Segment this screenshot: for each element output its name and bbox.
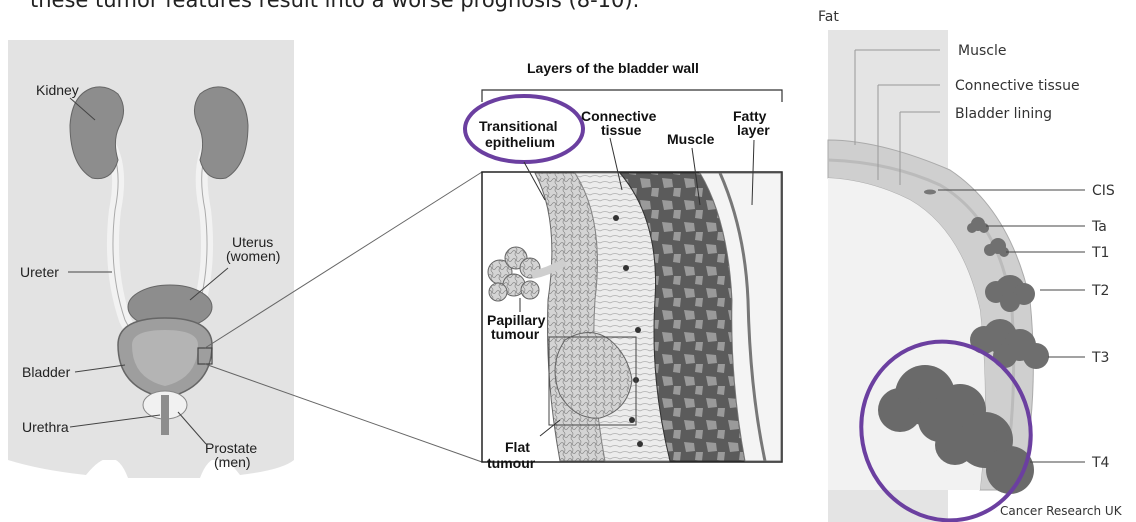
wall-title: Layers of the bladder wall (527, 60, 699, 76)
bladder-label: Bladder (22, 364, 71, 380)
stage-t3-label: T3 (1091, 350, 1109, 366)
urethra (161, 395, 169, 435)
stage-t2-label: T2 (1091, 283, 1109, 299)
stage-t1-label: T1 (1091, 245, 1109, 261)
ureter-label: Ureter (20, 264, 59, 280)
bladder-lining-label: Bladder lining (955, 106, 1052, 122)
bladder-wall-panel: Layers of the bladder wall Transitional … (465, 60, 782, 471)
connective-tissue-label: Connective tissue (955, 78, 1080, 94)
tissue-label: tissue (601, 122, 642, 138)
layer-label: layer (737, 122, 770, 138)
credit-label: Cancer Research UK (1000, 504, 1123, 518)
flat-label: Flat (505, 439, 530, 455)
kidney-label: Kidney (36, 82, 79, 98)
cis-tumour (924, 190, 936, 195)
stage-ta-label: Ta (1091, 219, 1107, 235)
prostate-sublabel: (men) (214, 454, 251, 470)
anatomy-panel: Kidney Ureter Uterus (women) Bladder Ure… (8, 40, 482, 478)
stage-t4-label: T4 (1091, 455, 1110, 471)
transitional-label: Transitional (479, 118, 558, 134)
uterus-sublabel: (women) (226, 248, 280, 264)
muscle-label: Muscle (667, 131, 715, 147)
urethra-label: Urethra (22, 419, 69, 435)
flat-tumour-label: tumour (487, 455, 536, 471)
epithelium-label: epithelium (485, 134, 555, 150)
papillary-tumour-label: tumour (491, 326, 540, 342)
fat-label: Fat (818, 9, 839, 25)
stage-cis-label: CIS (1092, 183, 1115, 199)
staging-muscle-label: Muscle (958, 43, 1006, 59)
staging-panel: Fat Muscle Connective tissue Bladder lin… (818, 9, 1123, 522)
